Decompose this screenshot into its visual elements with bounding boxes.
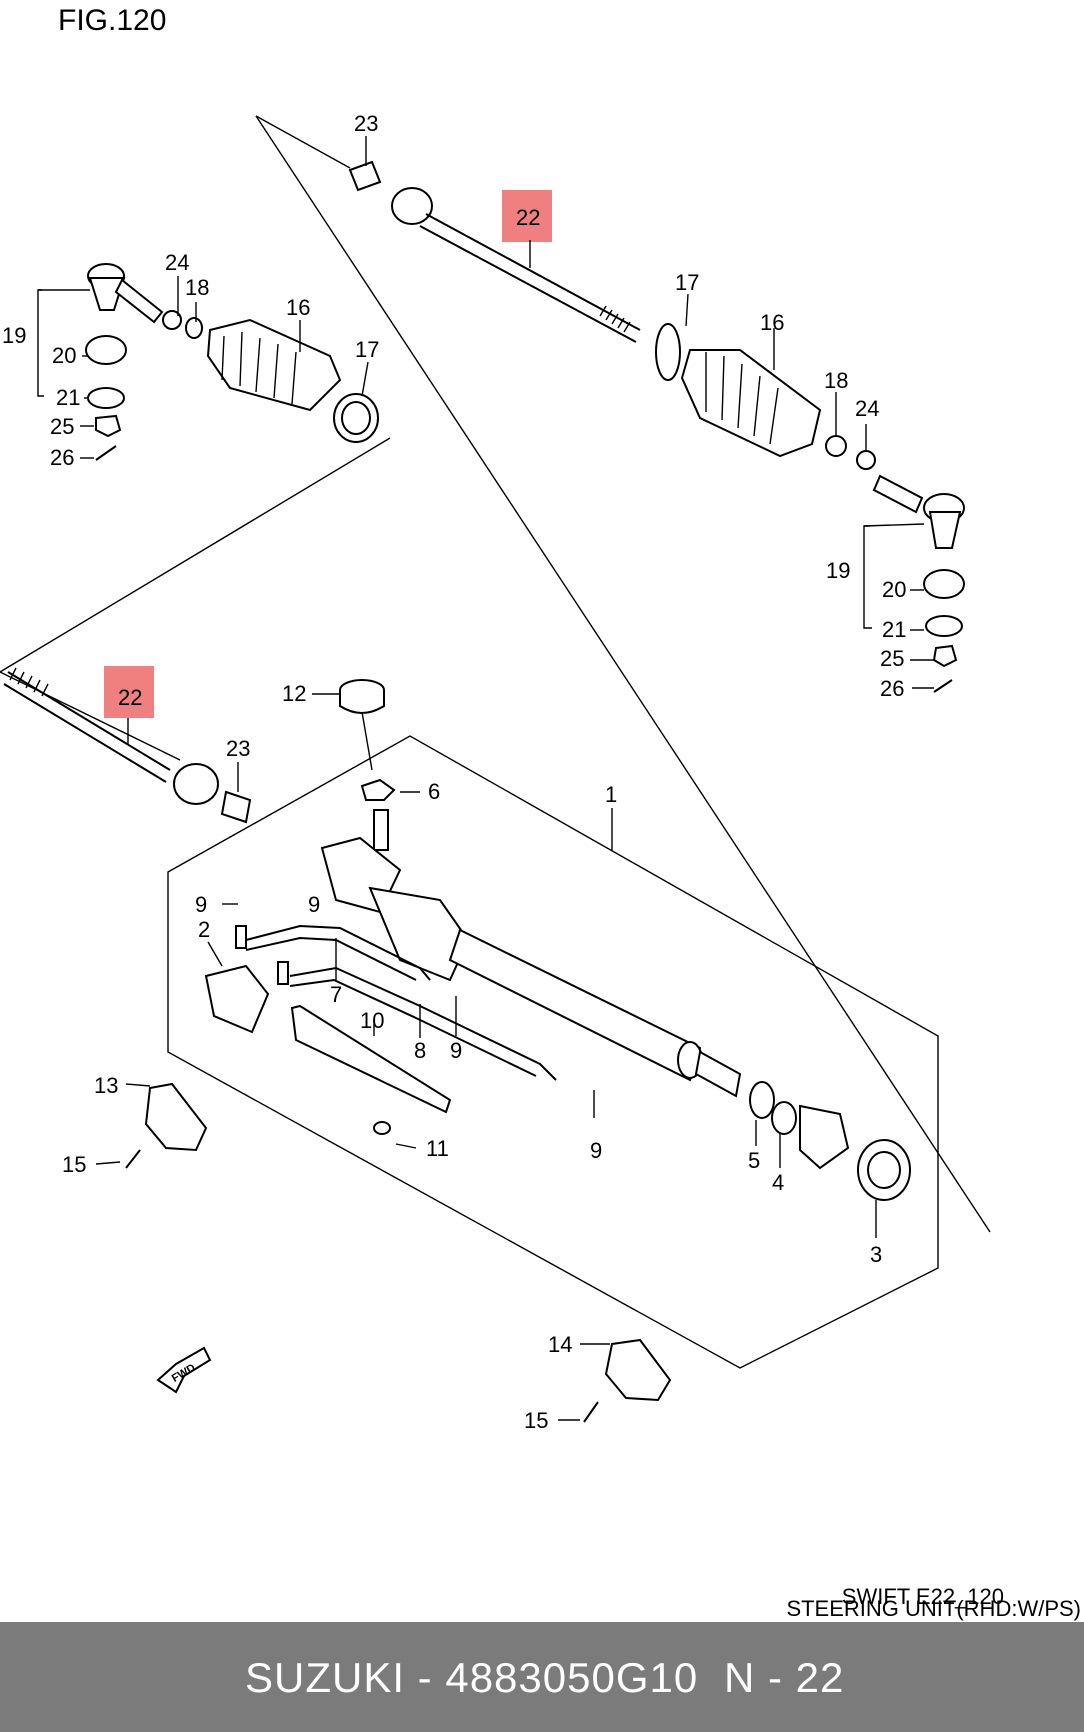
callout-4: 4 [772,1170,784,1195]
footer-bar: SUZUKI - 4883050G10 N - 22 [0,1622,1084,1732]
leader-lines [37,136,934,1421]
callout-3: 3 [870,1242,882,1267]
caption-title: STEERING UNIT(RHD:W/PS) [786,1596,1081,1621]
callout-25-right: 25 [880,646,904,671]
footer-part-number: SUZUKI - 4883050G10 [245,1654,699,1701]
highlight-box-upper [502,190,552,242]
callout-19-left: 19 [2,323,26,348]
callout-26-right: 26 [880,676,904,701]
callout-26-left: 26 [50,445,74,470]
callout-1: 1 [605,782,617,807]
callout-10: 10 [360,1008,384,1033]
callout-21-right: 21 [882,617,906,642]
callout-22-lower: 22 [118,685,142,710]
highlight-box-lower [104,666,154,718]
callout-11: 11 [426,1136,449,1161]
callout-15-b: 15 [524,1408,548,1433]
callout-9-b: 9 [308,892,320,917]
clamp-2 [204,964,270,1034]
callout-9-c: 9 [450,1038,462,1063]
steering-unit-diagram: FWD [0,111,991,1433]
callout-23-upper: 23 [354,111,378,136]
callout-14: 14 [548,1332,572,1357]
left-tie-rod-end [85,263,203,461]
callout-22-upper: 22 [516,205,540,230]
callout-5: 5 [748,1148,760,1173]
upper-tie-rod [348,160,641,343]
callout-6: 6 [428,779,440,804]
callout-20-left: 20 [52,343,76,368]
rack-seal-parts [749,1081,911,1201]
callout-9-d: 9 [590,1138,602,1163]
callout-2: 2 [198,917,210,942]
right-tie-rod-end [872,474,965,693]
mount-rubber [339,679,396,801]
callout-21-left: 21 [56,385,80,410]
bolt-11 [373,1121,391,1135]
footer-reference-number: N - 22 [724,1654,845,1701]
callout-18-right: 18 [824,368,848,393]
callout-24-left: 24 [165,250,189,275]
callout-13: 13 [94,1073,118,1098]
callout-16-right: 16 [760,310,784,335]
callout-17-right: 17 [675,270,699,295]
callout-15-a: 15 [62,1152,86,1177]
callout-9-a: 9 [195,892,207,917]
fwd-arrow-icon: FWD [156,1346,212,1394]
callout-24-right: 24 [855,396,879,421]
callout-17-left: 17 [355,337,379,362]
assembly-outline-lines [0,115,991,1369]
bracket-14 [583,1338,672,1423]
left-boot [206,318,379,443]
callout-7: 7 [330,982,342,1007]
callout-25-left: 25 [50,414,74,439]
callout-19-right: 19 [826,558,850,583]
callout-20-right: 20 [882,577,906,602]
caption-model: SWIFT E22_120 [841,1584,1004,1609]
bracket-13 [125,1082,208,1169]
callout-12: 12 [282,681,306,706]
gear-housing [320,809,742,1098]
lower-tie-rod [3,667,252,824]
callout-23-lower: 23 [226,736,250,761]
bracket-10 [290,1004,452,1114]
callout-labels: 23 22 24 18 16 17 17 16 18 24 19 20 21 2… [2,111,906,1433]
figure-title: FIG.120 [58,4,167,37]
callout-8: 8 [414,1038,426,1063]
callout-18-left: 18 [185,275,209,300]
callout-16-left: 16 [286,295,310,320]
right-boot [655,323,876,470]
